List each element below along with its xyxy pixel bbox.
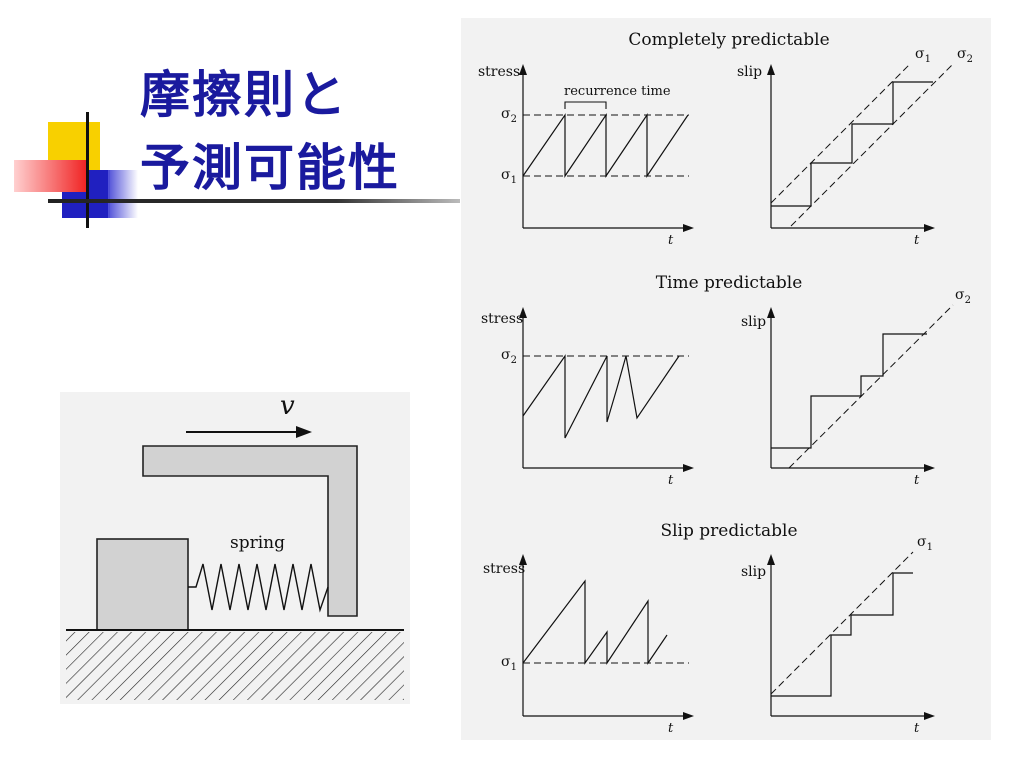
slip-plot-completely: slip t σ1 σ2 (737, 46, 973, 248)
y-axis-arrow (767, 64, 775, 75)
x-axis-arrow (683, 712, 694, 720)
sigma1-label: σ1 (501, 167, 517, 186)
stress-sawtooth (522, 113, 689, 178)
sigma2-diag-label: σ2 (955, 287, 971, 306)
deco-red-bar (14, 160, 88, 192)
x-axis-arrow (924, 464, 935, 472)
slip-staircase (771, 81, 933, 207)
y-label: stress (481, 311, 523, 327)
spring-coil (188, 563, 329, 613)
slip-plot-time: slip t σ2 (741, 287, 971, 488)
y-axis-arrow (519, 554, 527, 565)
slide-title-line1: 摩擦則と (140, 66, 348, 124)
recurrence-label: recurrence time (564, 84, 671, 99)
recurrence-bracket (564, 101, 607, 109)
sigma1-diag-label: σ1 (915, 46, 931, 65)
deco-blue-fade (108, 170, 138, 218)
x-axis-arrow (924, 712, 935, 720)
x-label: t (914, 721, 920, 736)
y-label: slip (737, 64, 762, 80)
x-label: t (668, 233, 674, 248)
sigma1-diagonal (770, 551, 914, 695)
slide-title-line2: 予測可能性 (140, 139, 400, 197)
spring-label: spring (230, 533, 285, 553)
velocity-arrowhead (296, 426, 312, 438)
x-axis-arrow (924, 224, 935, 232)
x-label: t (914, 233, 920, 248)
deco-underline (48, 199, 460, 203)
sigma2-diagonal (788, 304, 954, 469)
title-slip: Slip predictable (660, 521, 797, 541)
stress-plot-completely: stress t σ2 σ1 recurrence time (478, 64, 694, 248)
velocity-label: v (280, 392, 295, 421)
y-axis-arrow (519, 307, 527, 318)
stress-sawtooth (522, 354, 680, 439)
y-label: stress (478, 64, 520, 80)
sigma2-label: σ2 (501, 347, 517, 366)
sigma1-diagonal (770, 64, 910, 204)
y-label: stress (483, 561, 525, 577)
sliding-block (96, 538, 189, 631)
stress-plot-time: stress t σ2 (481, 307, 694, 488)
spring-block-diagram: v spring (60, 391, 410, 704)
predictability-svg: Completely predictable stress t σ2 σ1 re (478, 30, 973, 736)
y-axis-arrow (519, 64, 527, 75)
driver-arm (142, 445, 358, 617)
spring-block-svg: v spring (66, 391, 404, 700)
sigma1-diag-label: σ1 (917, 534, 933, 553)
title-time: Time predictable (656, 273, 803, 293)
x-label: t (668, 721, 674, 736)
sigma2-label: σ2 (501, 106, 517, 125)
deco-vertical-line (86, 112, 89, 228)
stress-sawtooth (522, 579, 668, 665)
y-axis-arrow (767, 554, 775, 565)
stress-plot-slip: stress t σ1 (483, 554, 694, 736)
title-completely: Completely predictable (628, 30, 829, 50)
slip-staircase (771, 572, 913, 697)
ground-hatch (66, 632, 404, 700)
x-label: t (914, 473, 920, 488)
predictability-figure: Completely predictable stress t σ2 σ1 re (461, 18, 991, 740)
sigma2-diagonal (790, 63, 954, 227)
sigma2-diag-label: σ2 (957, 46, 973, 65)
x-axis-arrow (683, 224, 694, 232)
y-label: slip (741, 564, 766, 580)
sigma1-label: σ1 (501, 654, 517, 673)
slip-plot-slip: slip t σ1 (741, 534, 935, 736)
y-label: slip (741, 314, 766, 330)
slip-staircase (771, 333, 927, 449)
y-axis-arrow (767, 307, 775, 318)
x-axis-arrow (683, 464, 694, 472)
x-label: t (668, 473, 674, 488)
